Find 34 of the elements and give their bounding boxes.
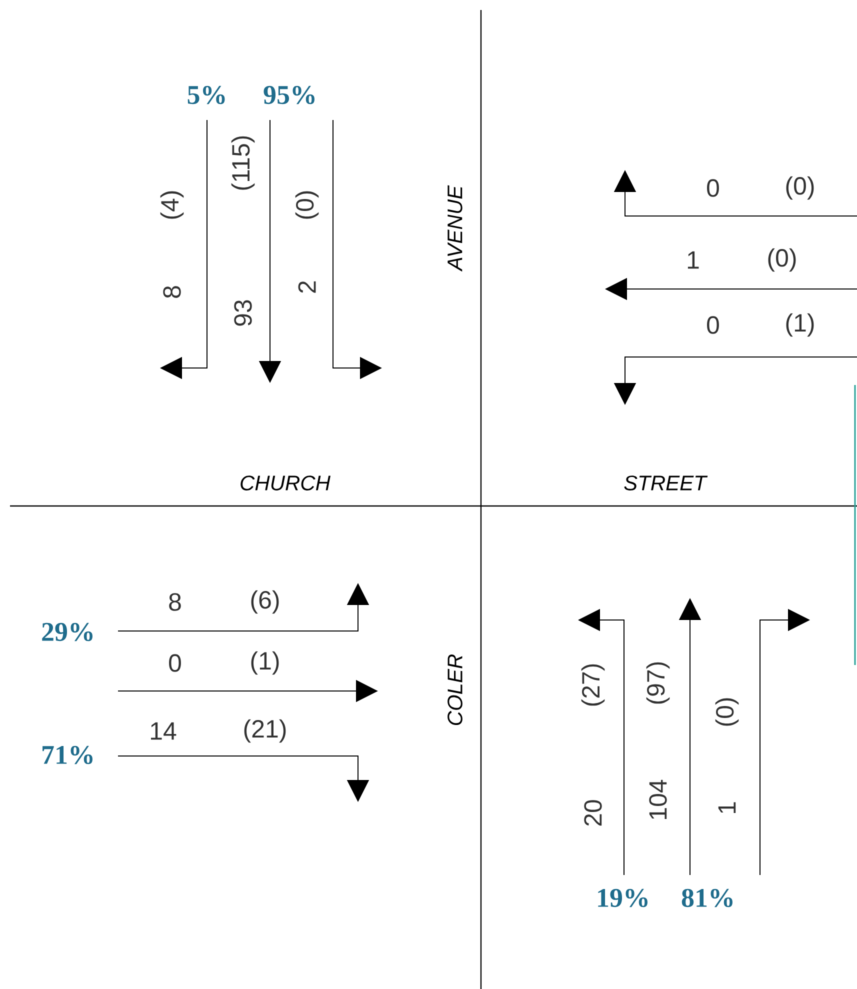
- street-name: AVENUE: [448, 185, 462, 272]
- street-name: CHURCH: [240, 476, 330, 490]
- volume-label: 14: [151, 722, 176, 740]
- volume-label: 0: [707, 316, 719, 334]
- volume-label: 8: [169, 593, 181, 611]
- street-name: STREET: [624, 476, 708, 490]
- percentage-label: 29%: [42, 622, 92, 642]
- volume-label: (4): [160, 191, 184, 219]
- volume-label: 0: [169, 654, 181, 672]
- volume-label: 1: [688, 251, 699, 269]
- volume-label: (0): [715, 698, 739, 726]
- volume-label: 0: [707, 179, 719, 197]
- percentage-label: 19%: [598, 888, 648, 908]
- volume-label: (0): [768, 248, 796, 272]
- volume-label: (1): [786, 313, 814, 337]
- percentage-label: 5%: [188, 86, 225, 104]
- volume-label: 1: [718, 802, 736, 814]
- volume-label: (115): [231, 136, 255, 190]
- volume-label: (0): [295, 191, 319, 219]
- volume-label: (6): [251, 590, 279, 614]
- volume-label: 2: [298, 281, 316, 293]
- volume-label: 8: [163, 286, 181, 298]
- volume-label: (97): [646, 662, 670, 704]
- volume-label: (1): [251, 651, 279, 675]
- volume-label: 20: [584, 800, 602, 826]
- percentage-label: 95%: [264, 86, 314, 104]
- volume-label: 104: [649, 780, 667, 819]
- volume-label: 93: [234, 300, 252, 326]
- street-name: COLER: [448, 654, 462, 726]
- volume-label: (21): [244, 719, 286, 743]
- volume-label: (0): [786, 176, 814, 200]
- volume-label: (27): [581, 664, 605, 706]
- percentage-label: 81%: [682, 888, 732, 908]
- percentage-label: 71%: [42, 746, 92, 764]
